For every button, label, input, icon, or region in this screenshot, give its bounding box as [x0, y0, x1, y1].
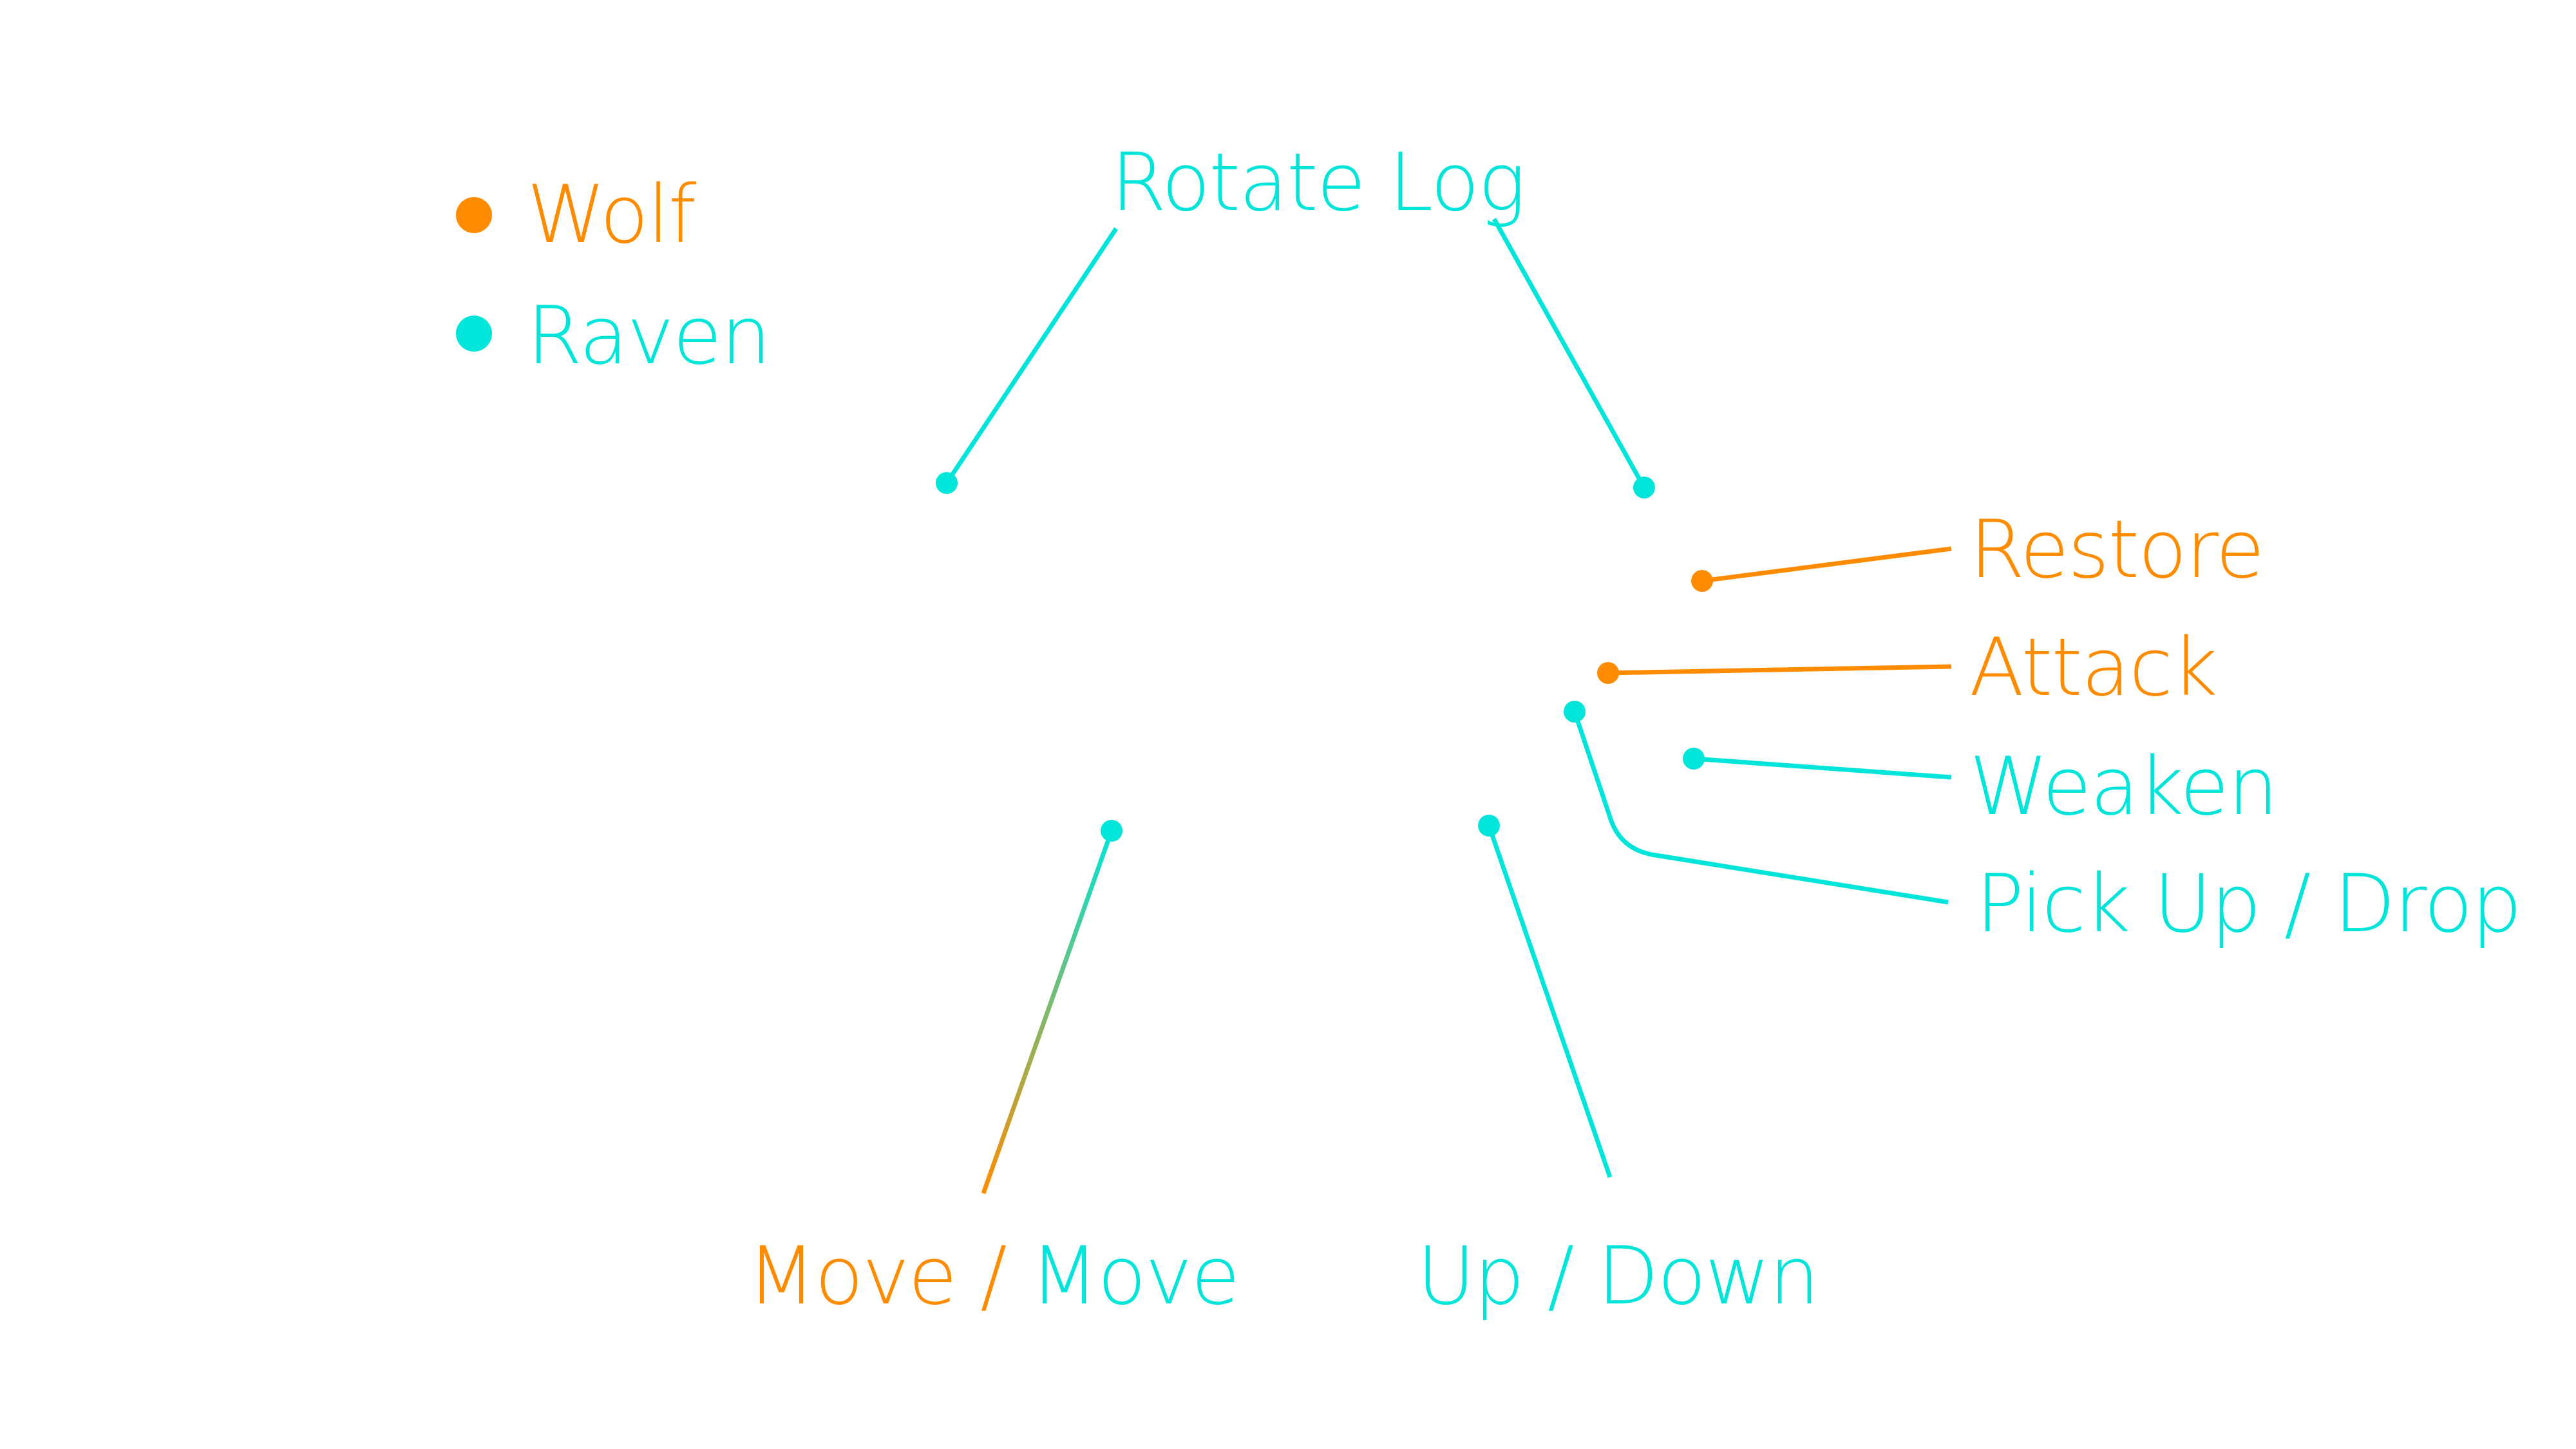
updown-label: Up / Down — [1417, 1230, 1819, 1323]
weaken-label: Weaken — [1969, 741, 2278, 833]
move-line — [981, 829, 1114, 1195]
restore-dot — [1691, 570, 1713, 592]
pickup-label: Pick Up / Drop — [1976, 858, 2522, 951]
pickup-line — [1572, 710, 1949, 905]
legend-raven-label: Raven — [527, 290, 772, 383]
pickup-dot — [1564, 701, 1586, 723]
legend-raven-dot — [456, 316, 492, 352]
move-wolf-label: Move — [747, 1230, 958, 1323]
move-separator: / — [956, 1230, 1030, 1323]
updown-dot — [1478, 815, 1500, 837]
rotate-log-label: Rotate Log — [1111, 137, 1526, 229]
legend-wolf-label: Wolf — [527, 169, 696, 261]
rotate-log-right-line — [1492, 218, 1647, 489]
attack-label: Attack — [1969, 621, 2218, 714]
move-raven-label: Move — [1030, 1230, 1240, 1323]
weaken-dot — [1683, 748, 1705, 770]
attack-dot — [1597, 662, 1619, 684]
restore-label: Restore — [1969, 504, 2265, 596]
restore-line — [1701, 546, 1952, 583]
rotate-log-left-line — [945, 227, 1118, 484]
weaken-line — [1693, 756, 1952, 780]
rotate-log-left-dot — [936, 472, 958, 494]
rotate-log-right-dot — [1633, 477, 1655, 498]
move-label: Move / Move — [747, 1236, 1240, 1316]
legend-wolf-dot — [456, 197, 492, 233]
updown-line — [1486, 824, 1613, 1179]
attack-line — [1607, 664, 1952, 676]
move-dot — [1101, 820, 1122, 842]
